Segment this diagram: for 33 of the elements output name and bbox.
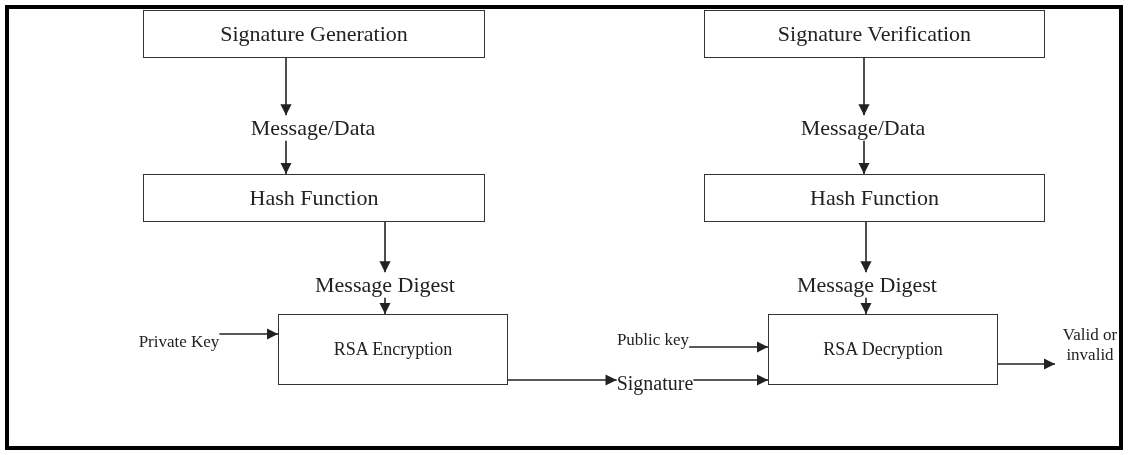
arrow <box>860 221 872 274</box>
arrow <box>692 374 769 386</box>
process-box <box>704 10 1045 58</box>
arrow <box>379 296 391 315</box>
process-box <box>143 10 485 58</box>
box-label: RSA Encryption <box>333 339 453 360</box>
flow-label: Public key <box>616 330 690 350</box>
flow-label: Private Key <box>138 332 220 352</box>
arrow <box>507 374 618 386</box>
flow-label: Message/Data <box>800 115 926 141</box>
process-box <box>143 174 485 222</box>
box-label: Hash Function <box>249 185 379 211</box>
arrow <box>858 57 870 117</box>
arrow <box>280 139 292 175</box>
arrow <box>379 221 391 274</box>
process-box <box>768 314 998 385</box>
arrow <box>858 139 870 175</box>
process-box <box>278 314 508 385</box>
flow-label: Message Digest <box>315 272 455 298</box>
box-label: Signature Verification <box>777 21 972 47</box>
box-label: Signature Generation <box>220 21 408 47</box>
arrow <box>997 358 1056 370</box>
arrow <box>860 296 872 315</box>
box-label: RSA Decryption <box>823 339 943 360</box>
arrow <box>280 57 292 117</box>
flow-label: Message Digest <box>797 272 937 298</box>
arrow <box>218 328 279 340</box>
arrow <box>688 341 769 353</box>
process-box <box>704 174 1045 222</box>
flow-label: Message/Data <box>250 115 376 141</box>
flow-label: Valid or invalid <box>1055 325 1125 365</box>
flow-label: Signature <box>616 371 694 395</box>
box-label: Hash Function <box>810 185 939 211</box>
